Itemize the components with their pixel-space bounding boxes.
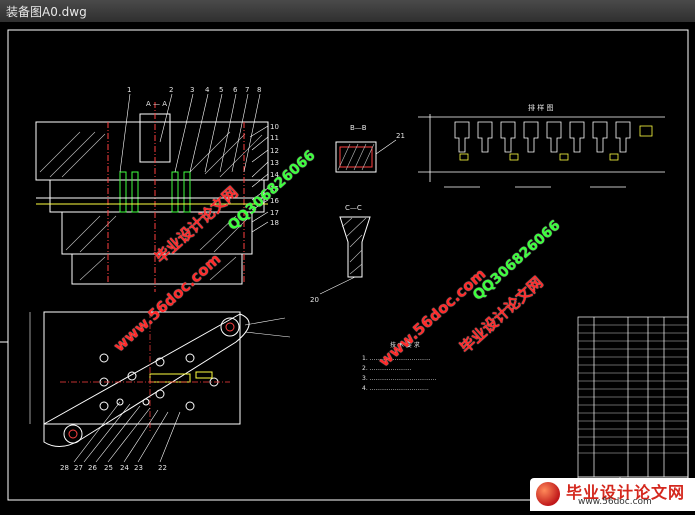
callout-10: 10 [270, 123, 279, 131]
callout-22: 22 [158, 464, 167, 472]
callout-12: 12 [270, 147, 279, 155]
callout-7: 7 [245, 86, 249, 94]
section-b-view [335, 139, 397, 173]
section-b-label: B—B [350, 124, 367, 132]
section-c-view [319, 216, 371, 295]
callout-28: 28 [60, 464, 69, 472]
callout-1: 1 [127, 86, 131, 94]
logo-url: www.56doc.com [578, 497, 652, 507]
callout-23: 23 [134, 464, 143, 472]
callout-21: 21 [396, 132, 405, 140]
callout-5: 5 [219, 86, 223, 94]
callout-17: 17 [270, 209, 279, 217]
tech-line-2: 2. ...................... [362, 365, 412, 372]
tech-title: 技 术 要 求 [390, 341, 420, 349]
tech-line-3: 3. ................................... [362, 375, 436, 382]
callout-27: 27 [74, 464, 83, 472]
cad-canvas[interactable]: 1 2 3 4 5 6 7 8 A — A 10 11 12 13 14 15 … [0, 22, 695, 511]
logo-text: 毕业设计论文网 [566, 483, 686, 502]
callout-2: 2 [169, 86, 173, 94]
drawing-border [7, 29, 689, 501]
callout-18: 18 [270, 219, 279, 227]
site-logo: 毕业设计论文网 www.56doc.com [530, 478, 695, 511]
window-title: 装备图A0.dwg [6, 5, 87, 19]
callout-4: 4 [205, 86, 210, 94]
callout-24: 24 [120, 464, 129, 472]
cad-drawing[interactable]: 1 2 3 4 5 6 7 8 A — A 10 11 12 13 14 15 … [0, 22, 695, 511]
callout-3: 3 [190, 86, 194, 94]
strip-layout [418, 114, 665, 188]
callout-11: 11 [270, 134, 279, 142]
callout-13: 13 [270, 159, 279, 167]
callout-15: 15 [270, 185, 279, 193]
parts-list-table [577, 316, 689, 500]
section-a-label: A — A [146, 100, 167, 108]
plan-view [29, 311, 291, 463]
callout-6: 6 [233, 86, 238, 94]
callout-14: 14 [270, 171, 279, 179]
assembly-section [35, 93, 269, 292]
layout-title: 排 样 图 [528, 103, 553, 112]
tech-line-4: 4. ............................... [362, 385, 429, 392]
callout-25: 25 [104, 464, 113, 472]
callout-26: 26 [88, 464, 97, 472]
callout-16: 16 [270, 197, 279, 205]
window-titlebar: 装备图A0.dwg [0, 0, 695, 23]
callout-20-19: 20 [310, 296, 319, 304]
logo-globe-icon [536, 482, 560, 506]
section-c-label: C—C [345, 204, 362, 212]
callout-8: 8 [257, 86, 261, 94]
tech-line-1: 1. ................................ [362, 355, 431, 362]
